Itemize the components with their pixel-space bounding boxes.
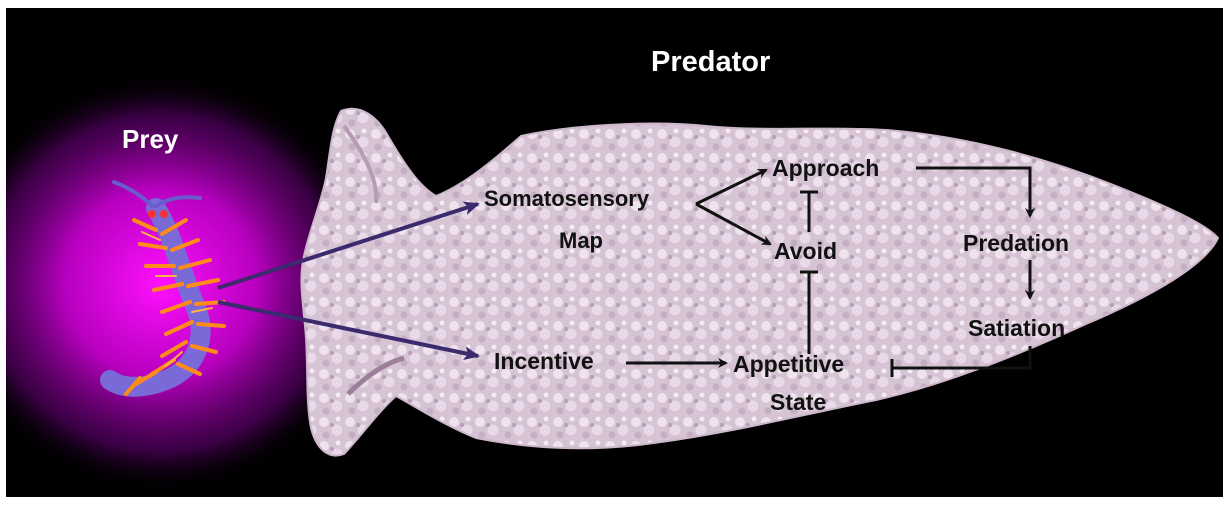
approach-label: Approach bbox=[772, 157, 879, 180]
predation-label: Predation bbox=[963, 232, 1069, 255]
satiation-label: Satiation bbox=[968, 317, 1065, 340]
avoid-label: Avoid bbox=[774, 240, 837, 263]
somatosensory-label: Somatosensory bbox=[484, 188, 649, 210]
black-background-panel: Predator Prey Somatosensory Map Approach… bbox=[6, 8, 1223, 497]
state-label: State bbox=[770, 391, 826, 414]
prey-label: Prey bbox=[122, 126, 178, 152]
incentive-label: Incentive bbox=[494, 350, 594, 373]
map-label: Map bbox=[559, 230, 603, 252]
predator-body bbox=[301, 109, 1218, 456]
predator-title: Predator bbox=[651, 48, 770, 77]
appetitive-label: Appetitive bbox=[733, 353, 844, 376]
